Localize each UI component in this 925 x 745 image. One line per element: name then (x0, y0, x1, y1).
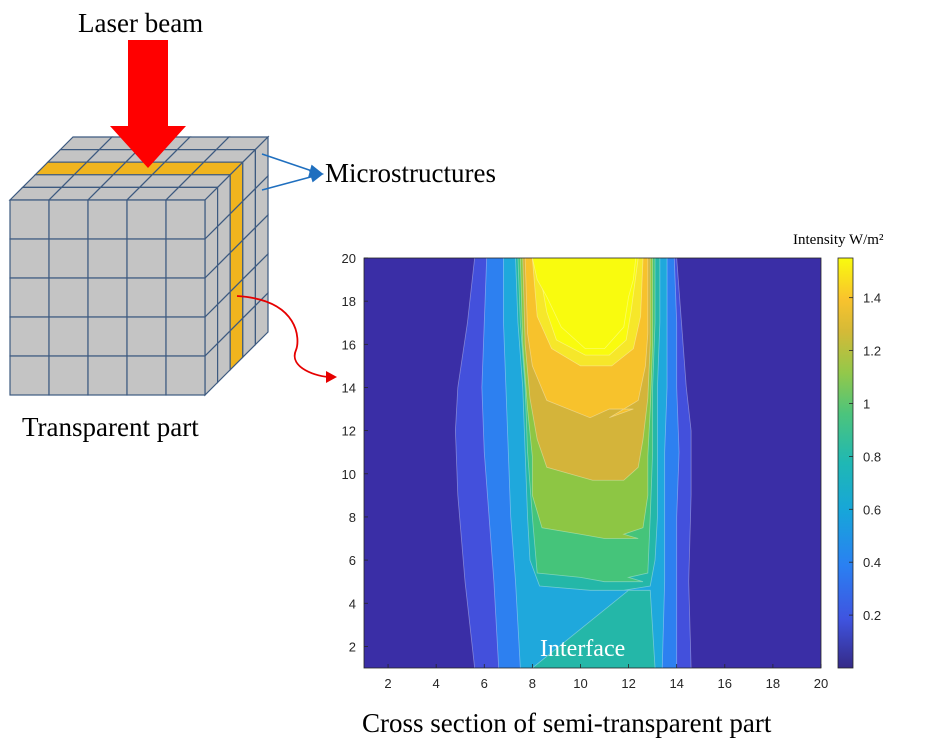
plot-frame (363, 257, 822, 669)
contour-level-11 (531, 258, 637, 350)
y-tick-label: 8 (349, 510, 356, 525)
front-cell (87, 277, 128, 318)
front-cell (126, 277, 167, 318)
colorbar (837, 257, 854, 669)
y-axis-ticks: 2 4 6 8 10 12 14 16 18 20 (342, 251, 368, 654)
laser-beam-arrow (110, 40, 186, 168)
front-cell (165, 199, 206, 240)
x-tick-label: 10 (573, 676, 587, 691)
colorbar-tick-label: 0.6 (863, 502, 881, 517)
front-cell (165, 277, 206, 318)
front-cell (126, 199, 167, 240)
colorbar-gradient (837, 257, 854, 669)
x-tick-label: 14 (669, 676, 683, 691)
y-tick-label: 14 (342, 380, 356, 395)
interface-label: Interface (540, 636, 626, 662)
colorbar-tick-label: 0.8 (863, 449, 881, 464)
y-tick-label: 20 (342, 251, 356, 266)
colorbar-title: Intensity W/m² (793, 232, 884, 248)
plot-area (363, 257, 822, 669)
cross-section-label: Cross section of semi-transparent part (362, 708, 772, 738)
front-cell (126, 355, 167, 396)
y-tick-label: 2 (349, 639, 356, 654)
front-cell (87, 355, 128, 396)
front-cell (48, 238, 89, 279)
y-tick-label: 4 (349, 596, 356, 611)
x-tick-label: 8 (529, 676, 536, 691)
y-tick-label: 10 (342, 467, 356, 482)
x-tick-label: 4 (433, 676, 440, 691)
colorbar-tick-label: 1 (863, 396, 870, 411)
front-cell (48, 355, 89, 396)
colorbar-tick-label: 1.2 (863, 344, 881, 359)
cube-front-face (9, 199, 206, 396)
x-tick-label: 12 (621, 676, 635, 691)
x-tick-label: 16 (718, 676, 732, 691)
front-cell (126, 238, 167, 279)
cross-section-pointer-head (326, 371, 337, 383)
front-cell (87, 316, 128, 357)
colorbar-ticks: 0.2 0.4 0.6 0.8 1 1.2 1.4 (849, 291, 881, 623)
colorbar-tick-label: 0.2 (863, 608, 881, 623)
colorbar-tick-label: 0.4 (863, 555, 881, 570)
side-cell (254, 291, 269, 347)
front-cell (165, 238, 206, 279)
microstructures-label: Microstructures (325, 158, 496, 188)
x-tick-label: 2 (384, 676, 391, 691)
x-tick-label: 20 (814, 676, 828, 691)
cube-top-face (8, 136, 270, 201)
transparent-part-label: Transparent part (22, 412, 199, 442)
colorbar-tick-label: 1.4 (863, 291, 881, 306)
microstructures-pointer-arrows (261, 153, 324, 191)
y-tick-label: 18 (342, 294, 356, 309)
laser-beam-label: Laser beam (78, 8, 204, 38)
y-tick-label: 6 (349, 553, 356, 568)
y-tick-label: 16 (342, 337, 356, 352)
x-axis-ticks: 2 4 6 8 10 12 14 16 18 20 (384, 664, 828, 691)
cross-section-pointer-arrow (236, 295, 331, 378)
x-tick-label: 6 (481, 676, 488, 691)
x-tick-label: 18 (766, 676, 780, 691)
front-cell (165, 355, 206, 396)
y-tick-label: 12 (342, 424, 356, 439)
cube-side-face (204, 135, 269, 397)
